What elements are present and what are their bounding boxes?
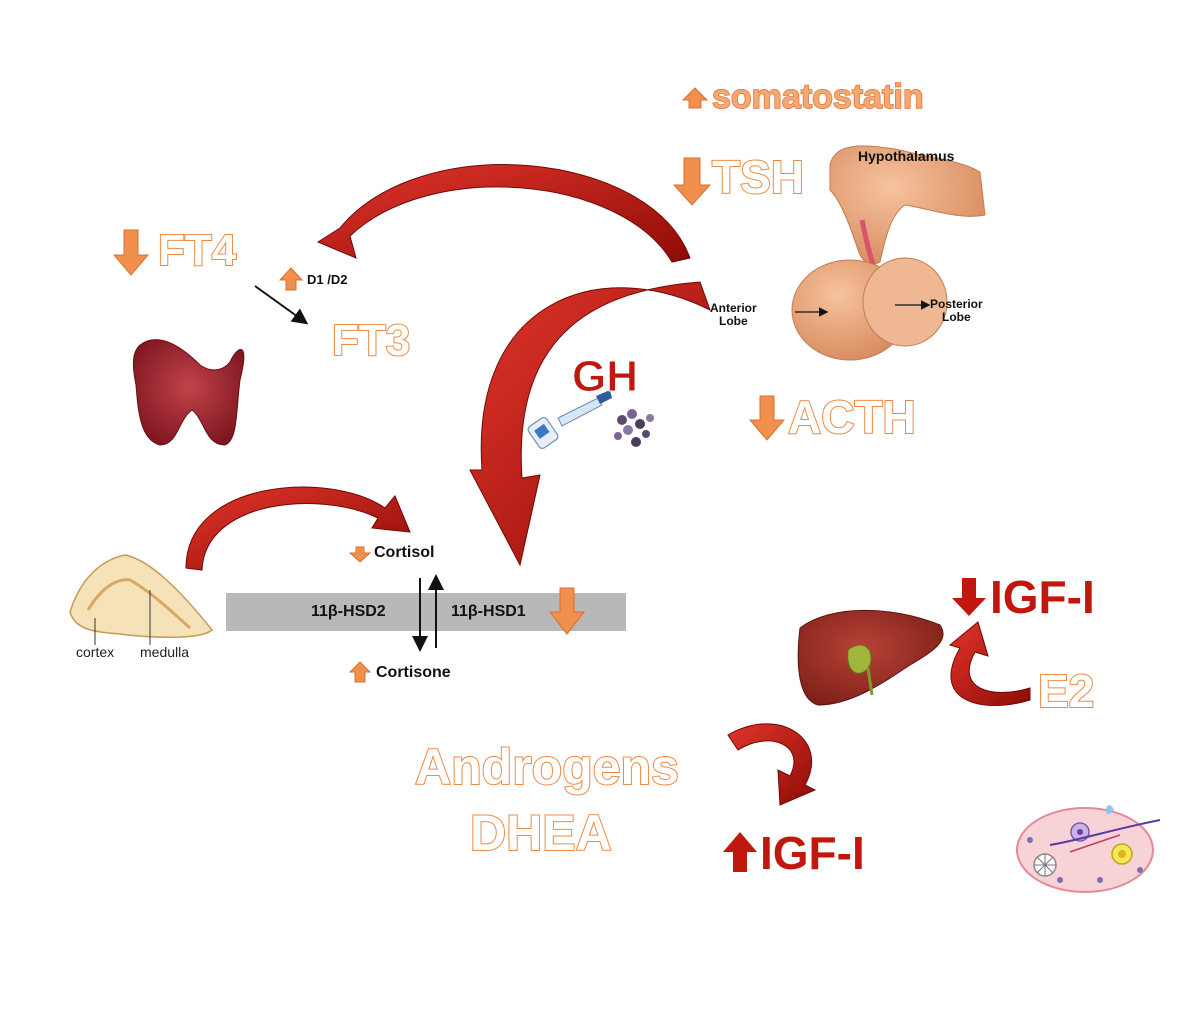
pituitary-illustration (791, 145, 986, 361)
arrow-up-igf1-bottom-icon (723, 832, 757, 872)
posterior-lobe-label: Posterior Lobe (930, 297, 983, 324)
gh-vial-icon (527, 390, 612, 449)
hypothalamus-label: Hypothalamus (858, 148, 955, 164)
ovary-illustration (1016, 805, 1161, 893)
liver-illustration (797, 609, 944, 706)
arrow-up-cortisone-icon (348, 661, 372, 683)
arrow-up-d1d2-icon (278, 267, 304, 291)
igf1-top-label: IGF-I (990, 571, 1095, 623)
hsd2-label: 11β-HSD2 (311, 603, 386, 620)
arrow-down-ft4-icon (112, 229, 150, 276)
dhea-label: DHEA (469, 804, 613, 862)
arrow-down-acth-icon (748, 395, 786, 441)
arrow-androgens-to-igf1 (727, 723, 817, 806)
hsd1-label: 11β-HSD1 (451, 603, 526, 620)
gh-label: GH (572, 352, 639, 402)
adrenal-medulla-label: medulla (140, 644, 190, 660)
arrow-up-somatostatin-icon (681, 87, 709, 109)
somatostatin-label: somatostatin (711, 77, 924, 117)
ft4-to-ft3-arrow (254, 285, 309, 325)
arrow-down-tsh-icon (672, 157, 712, 206)
arrow-down-hsd1-icon (548, 587, 586, 635)
gh-molecule-icon (614, 409, 654, 447)
cortisol-label: Cortisol (374, 544, 435, 561)
ft3-label: FT3 (331, 315, 411, 366)
thyroid-illustration (132, 339, 245, 446)
acth-label: ACTH (787, 390, 917, 444)
e2-label: E2 (1037, 664, 1095, 718)
tsh-label: TSH (711, 150, 805, 204)
arrow-down-igf1-top-icon (952, 578, 986, 616)
arrow-pituitary-to-thyroid (316, 164, 691, 263)
adrenal-cortex-label: cortex (76, 644, 115, 660)
anterior-lobe-label: Anterior Lobe (710, 301, 757, 328)
arrow-e2-to-igf1 (948, 621, 1031, 707)
igf1-bottom-label: IGF-I (760, 827, 865, 879)
androgens-label: Androgens (414, 738, 680, 796)
ft4-label: FT4 (157, 225, 237, 276)
cortisone-label: Cortisone (376, 664, 451, 681)
adrenal-illustration (69, 554, 214, 645)
arrow-pituitary-to-hsd1 (469, 281, 711, 567)
arrow-adrenal-to-cortisol (185, 486, 411, 571)
deiodinase-label: D1 /D2 (307, 272, 348, 287)
arrow-down-cortisol-icon (348, 546, 372, 563)
